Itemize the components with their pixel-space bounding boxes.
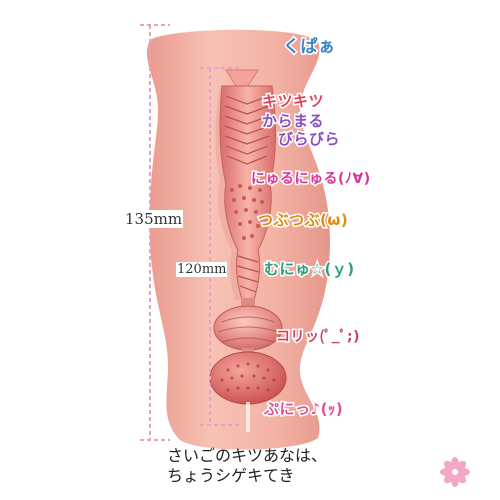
- label-korippo: コリッ(ﾟ_ﾟ;): [274, 328, 361, 347]
- dimension-line-135: [140, 24, 170, 441]
- label-munyu: むにゅ☆(ｙ): [263, 259, 356, 280]
- label-punyu: ぷにっ♪(ｯ): [262, 399, 344, 420]
- caption-line-2: ちょうシゲキてき: [167, 466, 295, 485]
- dimension-total-label: 135mm: [124, 210, 184, 228]
- label-birabira: びらびら: [276, 129, 341, 150]
- label-nyurunyuru: にゅるにゅる(ﾉ∀): [250, 170, 372, 189]
- inner-canal: [209, 69, 287, 432]
- dimension-inner-label: 120mm: [176, 262, 228, 277]
- caption-line-1: さいごのキツあなは、: [167, 446, 328, 465]
- dimension-line-120: [200, 67, 240, 426]
- pink-flower-icon: [440, 457, 470, 487]
- label-tsubutsubu: つぶつぶ(ω): [256, 210, 349, 231]
- label-karamaru: からまる: [260, 111, 325, 132]
- label-kitsukitsu: キツキツ: [260, 91, 325, 112]
- label-kupa: くぱぁ: [282, 36, 337, 59]
